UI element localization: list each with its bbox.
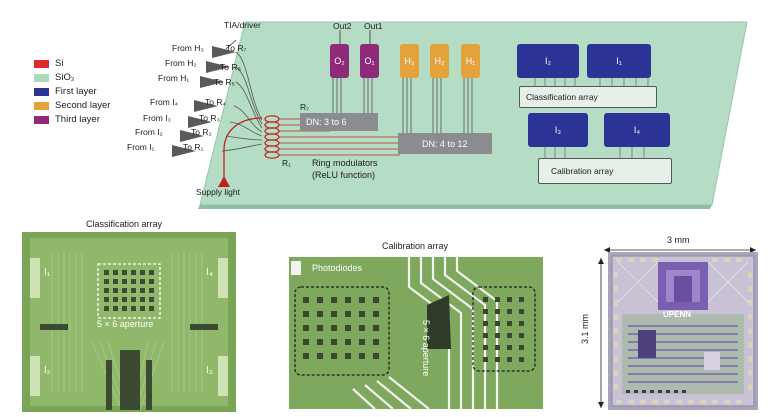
ring-modulators-label: Ring modulators <box>312 158 378 168</box>
classification-micrograph <box>22 232 236 412</box>
legend-item-third-layer: Third layer <box>34 113 144 126</box>
driver-from-label: From H₁ <box>158 73 190 83</box>
hidden-pad-h3: H₃ <box>400 44 419 78</box>
driver-to-label: To R₇ <box>226 43 247 53</box>
driver-triangle <box>206 61 230 73</box>
input-pad-i1: I₁ <box>587 44 651 78</box>
classification-aperture-label: 5 × 6 aperture <box>97 319 154 329</box>
calibration-micrograph <box>289 257 543 409</box>
calibration-aperture-outline <box>472 286 536 372</box>
dn-3-to-6-box: DN: 3 to 6 <box>300 113 378 131</box>
legend-label: First layer <box>55 86 97 97</box>
supply-waveguide <box>223 117 263 180</box>
driver-wires <box>221 51 263 152</box>
tia-pointer <box>225 39 237 50</box>
driver-to-label: To R₅ <box>214 77 235 87</box>
first-layer-swatch <box>34 87 49 96</box>
driver-from-label: From I₃ <box>143 113 172 123</box>
dn-4-to-12-box: DN: 4 to 12 <box>398 133 492 154</box>
driver-triangle <box>194 100 218 112</box>
tia-driver-title: TIA/driver <box>224 20 261 30</box>
legend-item-si: Si <box>34 57 144 70</box>
calibration-array-box: Calibration array <box>538 158 672 184</box>
legend-label: SiO₂ <box>55 72 75 83</box>
corner-label-i3: I₃ <box>206 365 213 376</box>
supply-light-marker <box>218 176 230 187</box>
aperture-outline <box>97 263 161 319</box>
photodiode-outline <box>294 286 390 376</box>
pad-wires <box>534 78 649 158</box>
driver-triangle <box>200 76 224 88</box>
die-height-label: 3.1 mm <box>580 313 590 344</box>
legend-item-sio2: SiO₂ <box>34 71 144 84</box>
die-height-dimension <box>598 258 604 408</box>
third-layer-swatch <box>34 115 49 124</box>
material-legend: Si SiO₂ First layer Second layer Third l… <box>34 57 144 127</box>
sio2-swatch <box>34 73 49 82</box>
si-swatch <box>34 59 49 68</box>
hidden-pad-h2: H₂ <box>430 44 449 78</box>
out2-label: Out2 <box>333 21 352 31</box>
ring-r1-label: R₁ <box>282 158 292 168</box>
corner-label-i4: I₄ <box>206 267 213 278</box>
corner-label-i2: I₂ <box>44 365 51 376</box>
photodiodes-label: Photodiodes <box>312 263 363 273</box>
legend-item-second-layer: Second layer <box>34 99 144 112</box>
output-pad-o2: O₂ <box>330 44 349 78</box>
calibration-aperture-label: 5 × 6 aperture <box>421 320 431 377</box>
output-wires <box>332 78 473 133</box>
die-chip-text: UPENN <box>663 310 692 319</box>
driver-to-label: To R₃ <box>199 113 220 123</box>
output-pad-o1: O₁ <box>360 44 379 78</box>
chip-edge <box>198 205 712 209</box>
ring-modulators <box>264 115 280 159</box>
relu-function-label: (ReLU function) <box>312 170 376 180</box>
driver-triangle <box>212 46 236 58</box>
legend-label: Si <box>55 58 64 69</box>
classification-micrograph-title: Classification array <box>86 219 163 229</box>
driver-triangle <box>188 116 212 128</box>
legend-label: Second layer <box>55 100 111 111</box>
die-width-label: 3 mm <box>665 235 692 245</box>
driver-from-label: From I₄ <box>150 97 179 107</box>
input-pad-i3: I₃ <box>528 113 588 147</box>
tia-driver-triangles <box>172 46 236 157</box>
driver-to-label: To R₄ <box>205 97 226 107</box>
driver-from-label: From I₁ <box>127 142 155 152</box>
corner-label-i1: I₁ <box>44 267 51 278</box>
classification-array-box: Classification array <box>519 86 657 108</box>
driver-from-label: From H₃ <box>172 43 204 53</box>
driver-to-label: To R₁ <box>183 142 204 152</box>
die-width-dimension <box>604 247 756 253</box>
driver-triangle <box>172 145 196 157</box>
driver-triangle <box>180 130 204 142</box>
legend-item-first-layer: First layer <box>34 85 144 98</box>
legend-label: Third layer <box>55 114 100 125</box>
ring-r7-label: R₇ <box>300 102 310 112</box>
out1-label: Out1 <box>364 21 383 31</box>
second-layer-swatch <box>34 101 49 110</box>
driver-to-label: To R₂ <box>191 127 212 137</box>
die-photo <box>608 252 758 410</box>
driver-from-label: From H₂ <box>165 58 197 68</box>
hidden-pad-h1: H₁ <box>461 44 480 78</box>
input-pad-i2: I₂ <box>517 44 579 78</box>
input-pad-i4: I₄ <box>604 113 670 147</box>
driver-to-label: To R₆ <box>220 62 241 72</box>
calibration-micrograph-title: Calibration array <box>382 241 449 251</box>
driver-from-label: From I₂ <box>135 127 163 137</box>
supply-light-label: Supply light <box>196 187 240 197</box>
